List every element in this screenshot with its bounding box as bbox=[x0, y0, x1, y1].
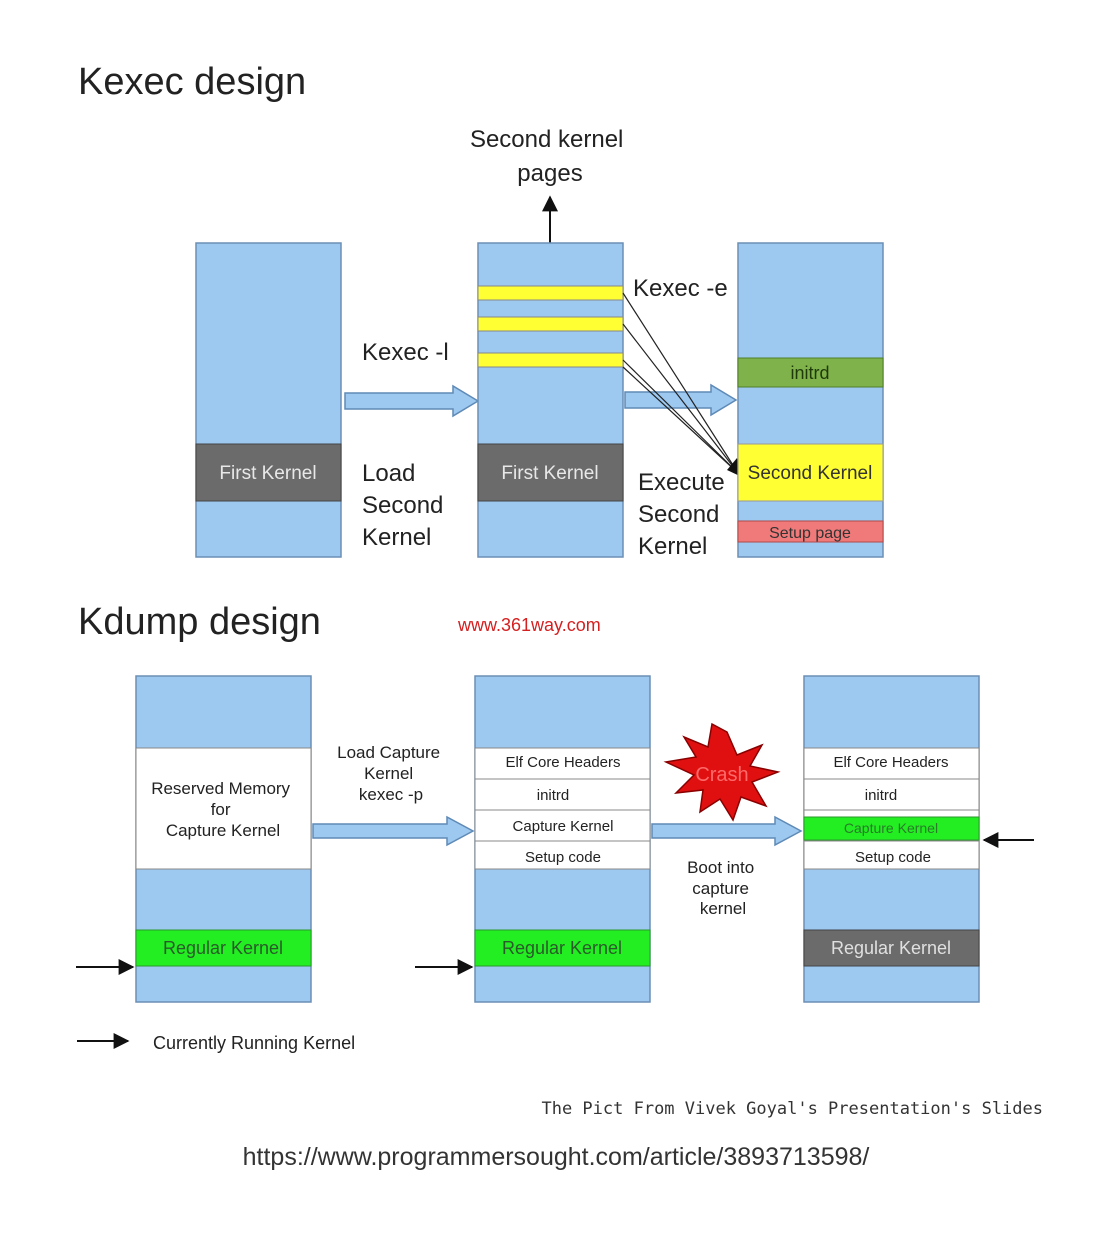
first-kernel-label-2: First Kernel bbox=[501, 463, 598, 484]
watermark: www.361way.com bbox=[457, 615, 601, 635]
yellow-page-2 bbox=[477, 316, 624, 332]
elf-core-headers-label-3: Elf Core Headers bbox=[833, 754, 948, 771]
initrd-label-2: initrd bbox=[537, 787, 570, 804]
regular-kernel-label: Regular Kernel bbox=[163, 938, 283, 958]
first-kernel-label: First Kernel bbox=[219, 463, 316, 484]
kexec-e-label: Kexec -e bbox=[633, 275, 728, 302]
second-kernel-pages-label: Second kernel pages bbox=[470, 126, 630, 187]
kexec-l-arrow bbox=[344, 384, 480, 418]
kexec-memory-column-2: First Kernel bbox=[477, 242, 624, 558]
reserved-memory-block bbox=[135, 747, 312, 870]
crash-label: Crash bbox=[695, 764, 748, 786]
first-kernel-block-2 bbox=[477, 443, 624, 502]
capture-kernel-active-block bbox=[803, 816, 980, 841]
kexec-e-arrow bbox=[624, 383, 738, 417]
kexec-memory-column-3: initrd Second Kernel Setup page bbox=[737, 242, 884, 558]
initrd-label-3: initrd bbox=[865, 787, 898, 804]
setup-page-label: Setup page bbox=[769, 525, 851, 542]
kdump-memory-column-1: Reserved Memory for Capture Kernel Regul… bbox=[135, 675, 312, 1003]
legend-label: Currently Running Kernel bbox=[153, 1033, 355, 1053]
regular-kernel-label-2: Regular Kernel bbox=[502, 938, 622, 958]
initrd-label: initrd bbox=[790, 363, 829, 383]
setup-page-block bbox=[737, 520, 884, 543]
kexec-l-label: Kexec -l bbox=[362, 339, 449, 366]
execute-second-kernel-label: Execute Second Kernel bbox=[638, 469, 731, 560]
source-url: https://www.programmersought.com/article… bbox=[243, 1143, 870, 1171]
regular-kernel-block bbox=[135, 929, 312, 967]
setup-code-label: Setup code bbox=[525, 849, 601, 866]
regular-kernel-label-3: Regular Kernel bbox=[831, 938, 951, 958]
boot-capture-arrow bbox=[651, 815, 803, 847]
regular-kernel-block-2 bbox=[474, 929, 651, 967]
kexec-title: Kexec design bbox=[78, 61, 306, 103]
capture-kernel-label: Capture Kernel bbox=[513, 818, 614, 835]
kdump-memory-column-2: Elf Core Headers initrd Capture Kernel S… bbox=[474, 675, 651, 1003]
first-kernel-block bbox=[195, 443, 342, 502]
credit-text: The Pict From Vivek Goyal's Presentation… bbox=[541, 1099, 1043, 1119]
crash-starburst: Crash bbox=[663, 722, 781, 822]
second-kernel-label: Second Kernel bbox=[748, 463, 873, 484]
regular-kernel-inactive-block bbox=[803, 929, 980, 967]
setup-code-label-3: Setup code bbox=[855, 849, 931, 866]
load-second-kernel-label: Load Second Kernel bbox=[362, 460, 450, 551]
page-relocation-lines bbox=[622, 292, 739, 474]
elf-core-headers-label: Elf Core Headers bbox=[505, 754, 620, 771]
initrd-block bbox=[737, 357, 884, 388]
load-capture-arrow bbox=[312, 815, 475, 847]
kexec-memory-column-1: First Kernel bbox=[195, 242, 342, 558]
capture-kernel-label-3: Capture Kernel bbox=[844, 820, 938, 836]
load-capture-label: Load Capture Kernel kexec -p bbox=[337, 743, 445, 804]
second-kernel-block bbox=[737, 443, 884, 502]
yellow-page-3 bbox=[477, 352, 624, 368]
reserved-memory-label: Reserved Memory for Capture Kernel bbox=[151, 779, 295, 840]
boot-into-capture-label: Boot into capture kernel bbox=[687, 858, 759, 918]
kdump-title: Kdump design bbox=[78, 601, 321, 643]
yellow-page-1 bbox=[477, 285, 624, 301]
kdump-memory-column-3: Elf Core Headers initrd Capture Kernel S… bbox=[803, 675, 980, 1003]
